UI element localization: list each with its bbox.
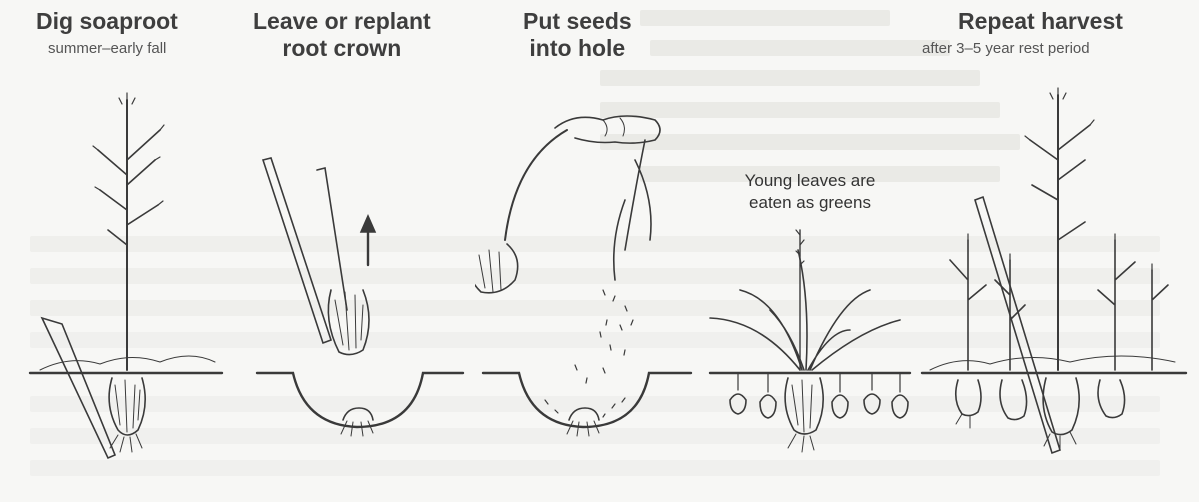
main-bulb-fibers <box>792 380 812 432</box>
replant-illustration <box>235 0 475 502</box>
stalk-branches <box>98 130 160 245</box>
step-replant-root-crown: Leave or replant root crown <box>235 0 475 502</box>
crown-stem <box>317 168 347 310</box>
step-put-seeds: Put seeds into hole <box>475 0 700 502</box>
step-young-leaves: Young leaves are eaten as greens <box>700 0 920 502</box>
young-plant-illustration <box>700 0 920 502</box>
hand-fingers <box>603 118 624 136</box>
flower-buds <box>93 93 164 205</box>
buried-crown <box>569 408 599 420</box>
ground-with-hole <box>483 373 691 427</box>
central-branches <box>1030 125 1090 240</box>
replanted-crown <box>343 408 373 420</box>
bulb-stems <box>738 373 900 392</box>
digging-stick <box>263 158 331 343</box>
falling-seeds <box>575 290 633 383</box>
side-stalk-left <box>950 240 986 370</box>
young-bulbs <box>730 394 908 418</box>
step-repeat-harvest: Repeat harvest after 3–5 year rest perio… <box>920 0 1199 502</box>
crown-fibers <box>335 292 363 350</box>
repeat-harvest-illustration <box>920 0 1199 502</box>
side-stalk-far-right <box>1152 270 1168 370</box>
digging-stick <box>42 318 115 458</box>
seed-stalk <box>505 130 567 240</box>
replanted-roots <box>341 421 373 436</box>
stalk-branches <box>614 140 651 280</box>
plant-dig-illustration <box>0 0 235 502</box>
ground-texture <box>930 356 1175 370</box>
bulb-roots <box>110 434 142 452</box>
buried-roots <box>567 421 599 436</box>
bulb-fibers <box>115 380 140 432</box>
up-arrow-icon <box>361 216 375 265</box>
grass-leaves <box>710 250 900 370</box>
seeding-illustration <box>475 0 700 502</box>
ground-with-hole <box>257 373 463 427</box>
step-dig-soaproot: Dig soaproot summer–early fall <box>0 0 235 502</box>
main-bulb-roots <box>788 434 814 452</box>
digging-stick <box>975 197 1060 453</box>
hanging-bulb-fibers <box>479 250 501 292</box>
side-stalk-right <box>1098 240 1135 370</box>
